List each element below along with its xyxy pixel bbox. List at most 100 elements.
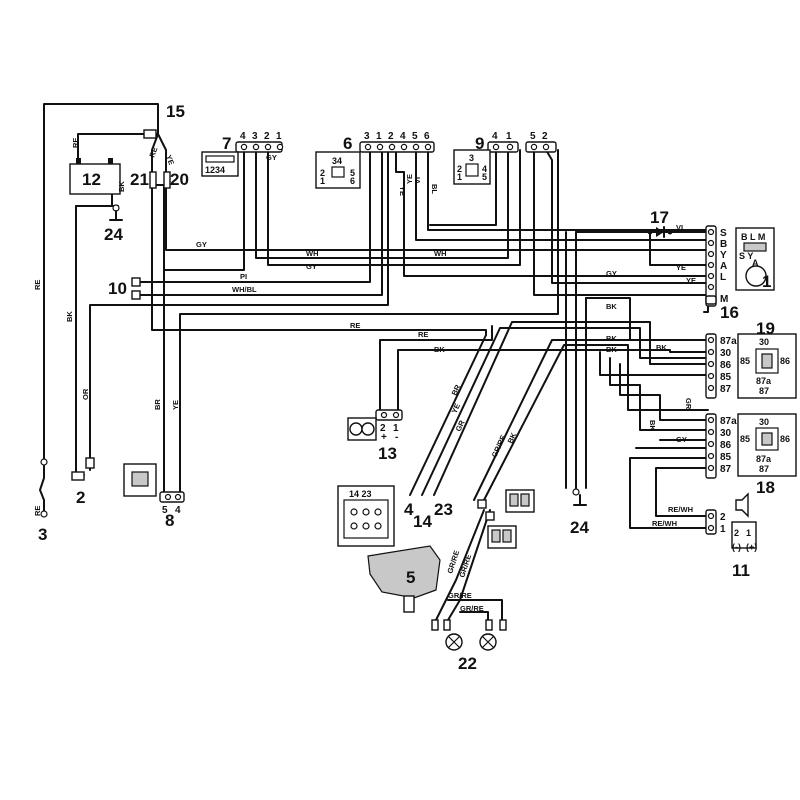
pin-label: 4	[400, 131, 406, 142]
pin-label: 87a	[720, 336, 737, 347]
pin-label: 1	[506, 131, 512, 142]
callout-4: 4	[404, 500, 414, 519]
wire-label: YE	[405, 174, 414, 184]
connector-6-face	[315, 151, 361, 189]
pin-label: 3	[364, 131, 370, 142]
pin-label: 86	[720, 360, 732, 371]
wire-label: WH	[434, 249, 447, 258]
wire-label: BR	[450, 383, 463, 397]
component-callouts: 1 2 3 4 5 6 7 8 9 10 11 12 13 14 15 16 1…	[38, 102, 775, 673]
wire-label: BR	[153, 399, 162, 410]
wire-label: BK	[648, 420, 657, 431]
wire-label: RE	[147, 146, 159, 159]
ignition-connector-strip: S B Y A L M	[705, 225, 728, 307]
relay-19: 87a 30 86 85 87 30 85 86 87a 87	[705, 333, 797, 399]
switch-label-sy: S Y	[739, 251, 753, 261]
connector-7: 4 3 2 1 1234 GY	[201, 131, 284, 177]
pin-label: 87	[720, 384, 732, 395]
pin-label: 2	[388, 131, 394, 142]
wire-label: RE	[350, 321, 360, 330]
switch-label-a: A	[752, 258, 759, 268]
component-5-pins: 14 23	[349, 489, 372, 499]
callout-17: 17	[650, 208, 669, 227]
wire-label: GR/RE	[460, 604, 484, 613]
connector-9: 4 1 5 2 3 2 1 4 5	[453, 131, 557, 185]
pin-label: 87	[759, 464, 769, 474]
diode-17	[647, 226, 673, 238]
wire-label: BK	[606, 345, 617, 354]
wire-label: GY	[606, 269, 617, 278]
pin-label: (+)	[746, 542, 757, 552]
component-5-body-icon	[367, 545, 441, 599]
ignition-switch-1: B L M S Y A	[735, 227, 775, 291]
callout-23: 23	[434, 500, 453, 519]
pin-label-l: L	[720, 272, 726, 283]
pin-label: 85	[740, 434, 750, 444]
connector-7-pins: 1234	[205, 165, 225, 175]
callout-24a: 24	[104, 225, 123, 244]
callout-18: 18	[756, 478, 775, 497]
wire-label-gy: GY	[266, 153, 277, 162]
wire-label: YE	[686, 276, 696, 285]
callout-15: 15	[166, 102, 185, 121]
ground-24	[109, 204, 587, 506]
connector-13	[347, 409, 403, 441]
pin-label: 4	[175, 505, 181, 516]
callout-7: 7	[222, 134, 231, 153]
pin-label: 86	[780, 434, 790, 444]
misc-pin-labels: 5 4 2 1 + - 14 23	[162, 423, 399, 516]
wire-label: BK	[117, 181, 126, 192]
pin-label: 4	[240, 131, 246, 142]
wire-label: GY	[676, 435, 687, 444]
wire-label: YE	[171, 400, 180, 410]
wire-label: RE	[33, 280, 42, 290]
callout-22: 22	[458, 654, 477, 673]
lamps-22	[431, 619, 507, 651]
switch-label-blm: B L M	[741, 232, 765, 242]
wire-label: BK	[506, 431, 519, 445]
pin-label: 87	[720, 464, 732, 475]
callout-8: 8	[165, 511, 174, 530]
horn-11: 2 1 2 1 (-) (+)	[705, 492, 757, 552]
wire-label: BK	[434, 345, 445, 354]
pin-label-y: Y	[720, 250, 727, 261]
pin-label: 85	[720, 452, 732, 463]
wire-label: YE	[164, 154, 176, 166]
pin-label: 2	[380, 423, 386, 434]
wire-label: GY	[306, 262, 317, 271]
callout-9: 9	[475, 134, 484, 153]
wire-label: RE	[418, 330, 428, 339]
pin-label: 1	[320, 176, 325, 186]
pin-label: 2	[320, 168, 325, 178]
wire-label: YE	[398, 186, 407, 196]
pin-label: 30	[720, 348, 732, 359]
callout-16: 16	[720, 303, 739, 322]
pin-label: 2	[457, 164, 462, 174]
wire-label: YE	[450, 402, 462, 415]
pin-label: 87a	[720, 416, 737, 427]
pin-label: 87a	[756, 454, 772, 464]
callout-24b: 24	[570, 518, 589, 537]
relay-18: 87a 30 86 85 87 30 85 86 87a 87	[705, 413, 797, 479]
wire-label: OR	[81, 388, 90, 400]
pin-label: 2	[720, 512, 726, 523]
wire-label: RE	[71, 138, 80, 148]
pin-label-m: M	[720, 294, 728, 305]
callout-12: 12	[82, 170, 101, 189]
callout-5: 5	[406, 568, 415, 587]
fuse-15	[143, 129, 171, 189]
wire-label: VI	[676, 223, 683, 232]
connector-6: 3 1 2 4 5 6 34 2 1 5 6	[315, 131, 435, 189]
pin-label: 4	[482, 164, 487, 174]
pin-label: 30	[759, 337, 769, 347]
pin-label: 2	[734, 528, 739, 538]
pin-label: 1	[720, 524, 726, 535]
pin-label: 5	[482, 172, 487, 182]
pin-label: 6	[424, 131, 430, 142]
pin-label: 6	[350, 176, 355, 186]
wire-label: BK	[606, 334, 617, 343]
callout-6: 6	[343, 134, 352, 153]
wire-label: GR	[684, 398, 693, 410]
callout-11: 11	[732, 561, 750, 580]
